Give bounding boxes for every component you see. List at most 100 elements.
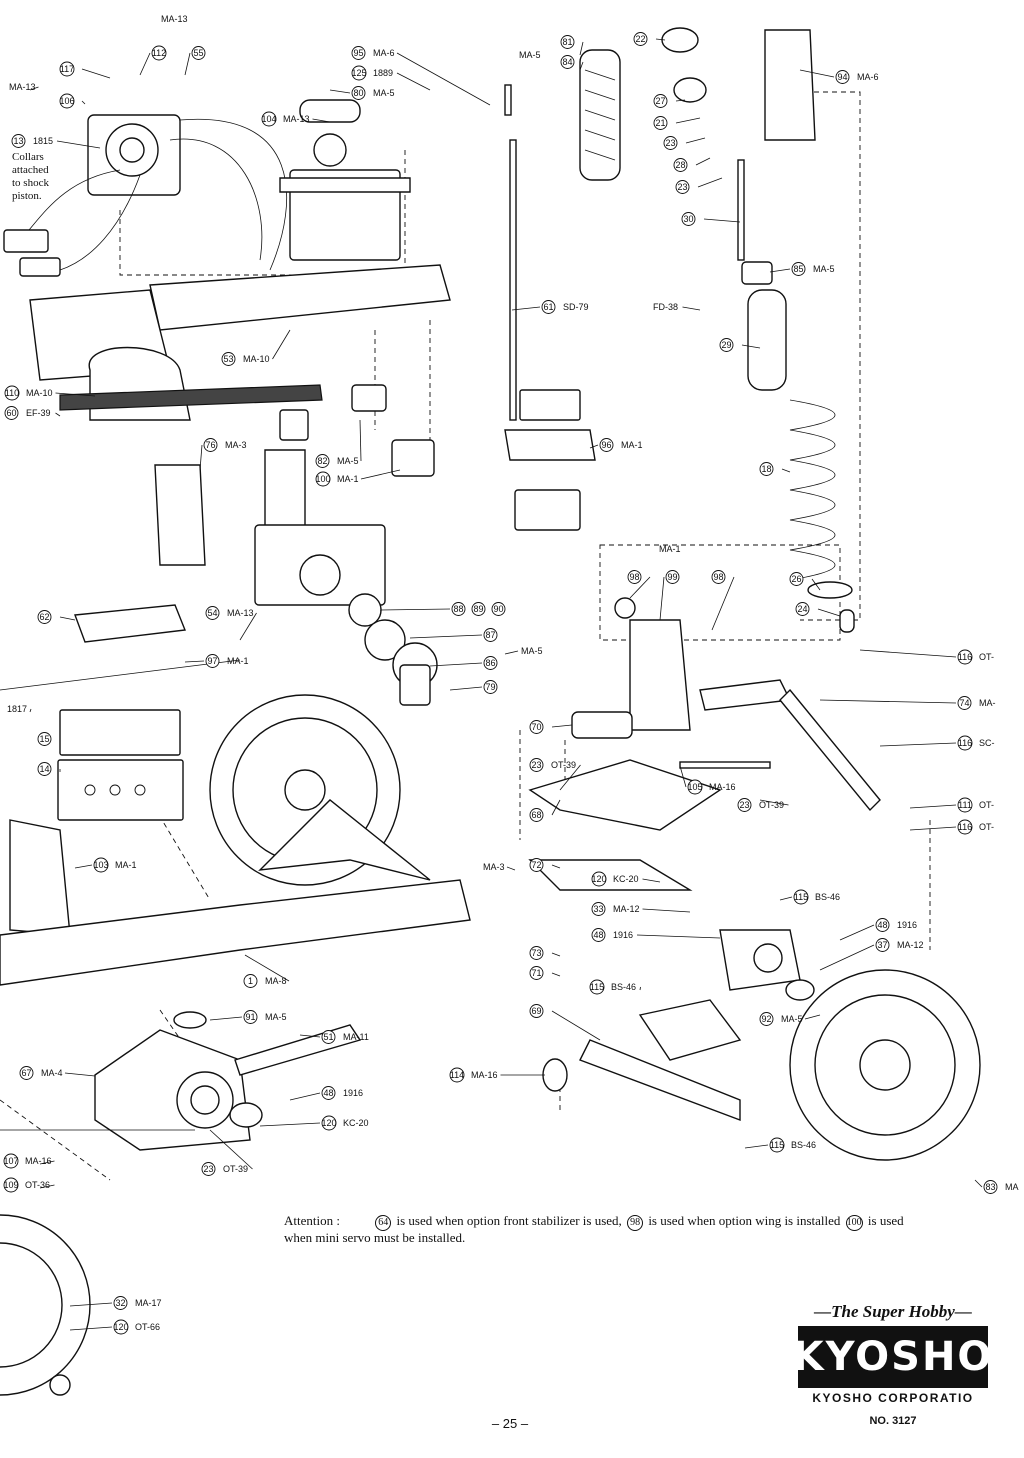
callout-leader-line xyxy=(379,608,451,611)
callout-code: MA-16 xyxy=(709,782,736,792)
callout-number: 30 xyxy=(683,214,693,224)
callout-number-ring xyxy=(529,808,544,822)
callout-30: 30 xyxy=(681,212,741,226)
callout-leader-line xyxy=(636,934,721,939)
callout-number-ring xyxy=(243,974,258,988)
callout-number: 116 xyxy=(958,822,972,832)
callout-code: MA-16 xyxy=(25,1156,52,1166)
callout-fd38: FD-38 xyxy=(653,302,701,312)
callout-leader-line xyxy=(289,1092,321,1101)
callout-number-ring xyxy=(663,136,678,150)
callout-number-ring xyxy=(451,602,466,616)
callout-number-ring xyxy=(957,649,973,665)
callout-code: MA xyxy=(1005,1182,1019,1192)
callout-number: 92 xyxy=(761,1014,771,1024)
callout-number-ring xyxy=(875,938,890,952)
callout-code: MA-10 xyxy=(243,354,270,364)
callout-code: OT-66 xyxy=(135,1322,160,1332)
callout-73: 73 xyxy=(529,946,561,960)
callout-leader-line xyxy=(655,38,666,41)
callout-number: 114 xyxy=(450,1070,464,1080)
callout-22: 22 xyxy=(633,32,666,46)
callout-105: 105 MA-16 xyxy=(679,765,736,795)
callout-number: 48 xyxy=(323,1088,333,1098)
callout-code: MA-5 xyxy=(337,456,359,466)
callout-leader-line xyxy=(209,1016,243,1021)
callout-number: 115 xyxy=(590,982,604,992)
callout-number: 80 xyxy=(353,88,363,98)
callout-code: KC-20 xyxy=(343,1118,369,1128)
callout-leader-line xyxy=(55,412,61,417)
callout-84: 84 xyxy=(560,55,584,71)
callout-number: 51 xyxy=(323,1032,333,1042)
callout-number: 89 xyxy=(473,604,483,614)
callout-98a: 98 xyxy=(627,570,651,599)
callout-ma13-left: MA-13 xyxy=(9,82,39,92)
callout-leader-line xyxy=(56,140,101,149)
callout-code: MA-17 xyxy=(135,1298,162,1308)
callout-leader-line xyxy=(69,1302,113,1307)
callout-number: 29 xyxy=(721,340,731,350)
kyosho-logo: KYOSHO xyxy=(793,1326,991,1388)
callout-98b: 98 xyxy=(711,570,735,631)
attention-ref-b: 98 xyxy=(627,1215,644,1231)
callout-number: 23 xyxy=(665,138,675,148)
callout-number-ring xyxy=(471,602,486,616)
callout-leader-line xyxy=(551,952,561,957)
callout-70: 70 xyxy=(529,720,573,734)
callout-leader-line xyxy=(819,944,875,971)
callout-code: OT-36 xyxy=(25,1180,50,1190)
callout-number-ring xyxy=(151,45,167,61)
callout-number-ring xyxy=(769,1137,785,1153)
callout-number: 69 xyxy=(531,1006,541,1016)
callout-leader-line xyxy=(909,826,957,831)
callout-number: 120 xyxy=(321,1118,336,1128)
callout-leader-line xyxy=(879,742,957,747)
callout-number: 26 xyxy=(791,574,801,584)
callout-number-ring xyxy=(673,158,688,172)
callout-number-ring xyxy=(203,438,218,452)
callout-number-ring xyxy=(793,889,809,905)
callout-number-ring xyxy=(687,779,703,795)
callout-leader-line xyxy=(209,1129,253,1170)
callout-number-ring xyxy=(113,1296,128,1310)
callout-code: MA-1 xyxy=(227,656,249,666)
callout-number-ring xyxy=(19,1066,34,1080)
callout-number: 105 xyxy=(687,782,702,792)
callout-71: 71 xyxy=(529,966,561,980)
callout-leader-line xyxy=(29,86,39,91)
callout-code: MA-6 xyxy=(373,48,395,58)
callout-number: 87 xyxy=(485,630,495,640)
callout-code: 1817 xyxy=(7,704,27,714)
callout-number: 96 xyxy=(601,440,611,450)
callout-number: 14 xyxy=(39,764,49,774)
callout-number-ring xyxy=(627,570,642,584)
callout-number: 99 xyxy=(667,572,677,582)
callout-leader-line xyxy=(299,1034,321,1038)
callout-number-ring xyxy=(59,93,75,109)
callout-leader-line xyxy=(396,52,491,106)
callout-leader-line xyxy=(39,1160,55,1165)
callout-code: MA- xyxy=(979,698,996,708)
callout-99: 99 xyxy=(659,570,680,621)
callout-leader-line xyxy=(909,804,957,809)
callout-ma5-right: MA-5 xyxy=(504,646,543,656)
callout-ma1-top: MA-1 xyxy=(659,544,681,554)
callout-leader-line xyxy=(55,392,96,397)
collar-note-line-3: to shock xyxy=(12,177,49,189)
callout-number: 61 xyxy=(543,302,553,312)
callout-leader-line xyxy=(29,708,32,713)
